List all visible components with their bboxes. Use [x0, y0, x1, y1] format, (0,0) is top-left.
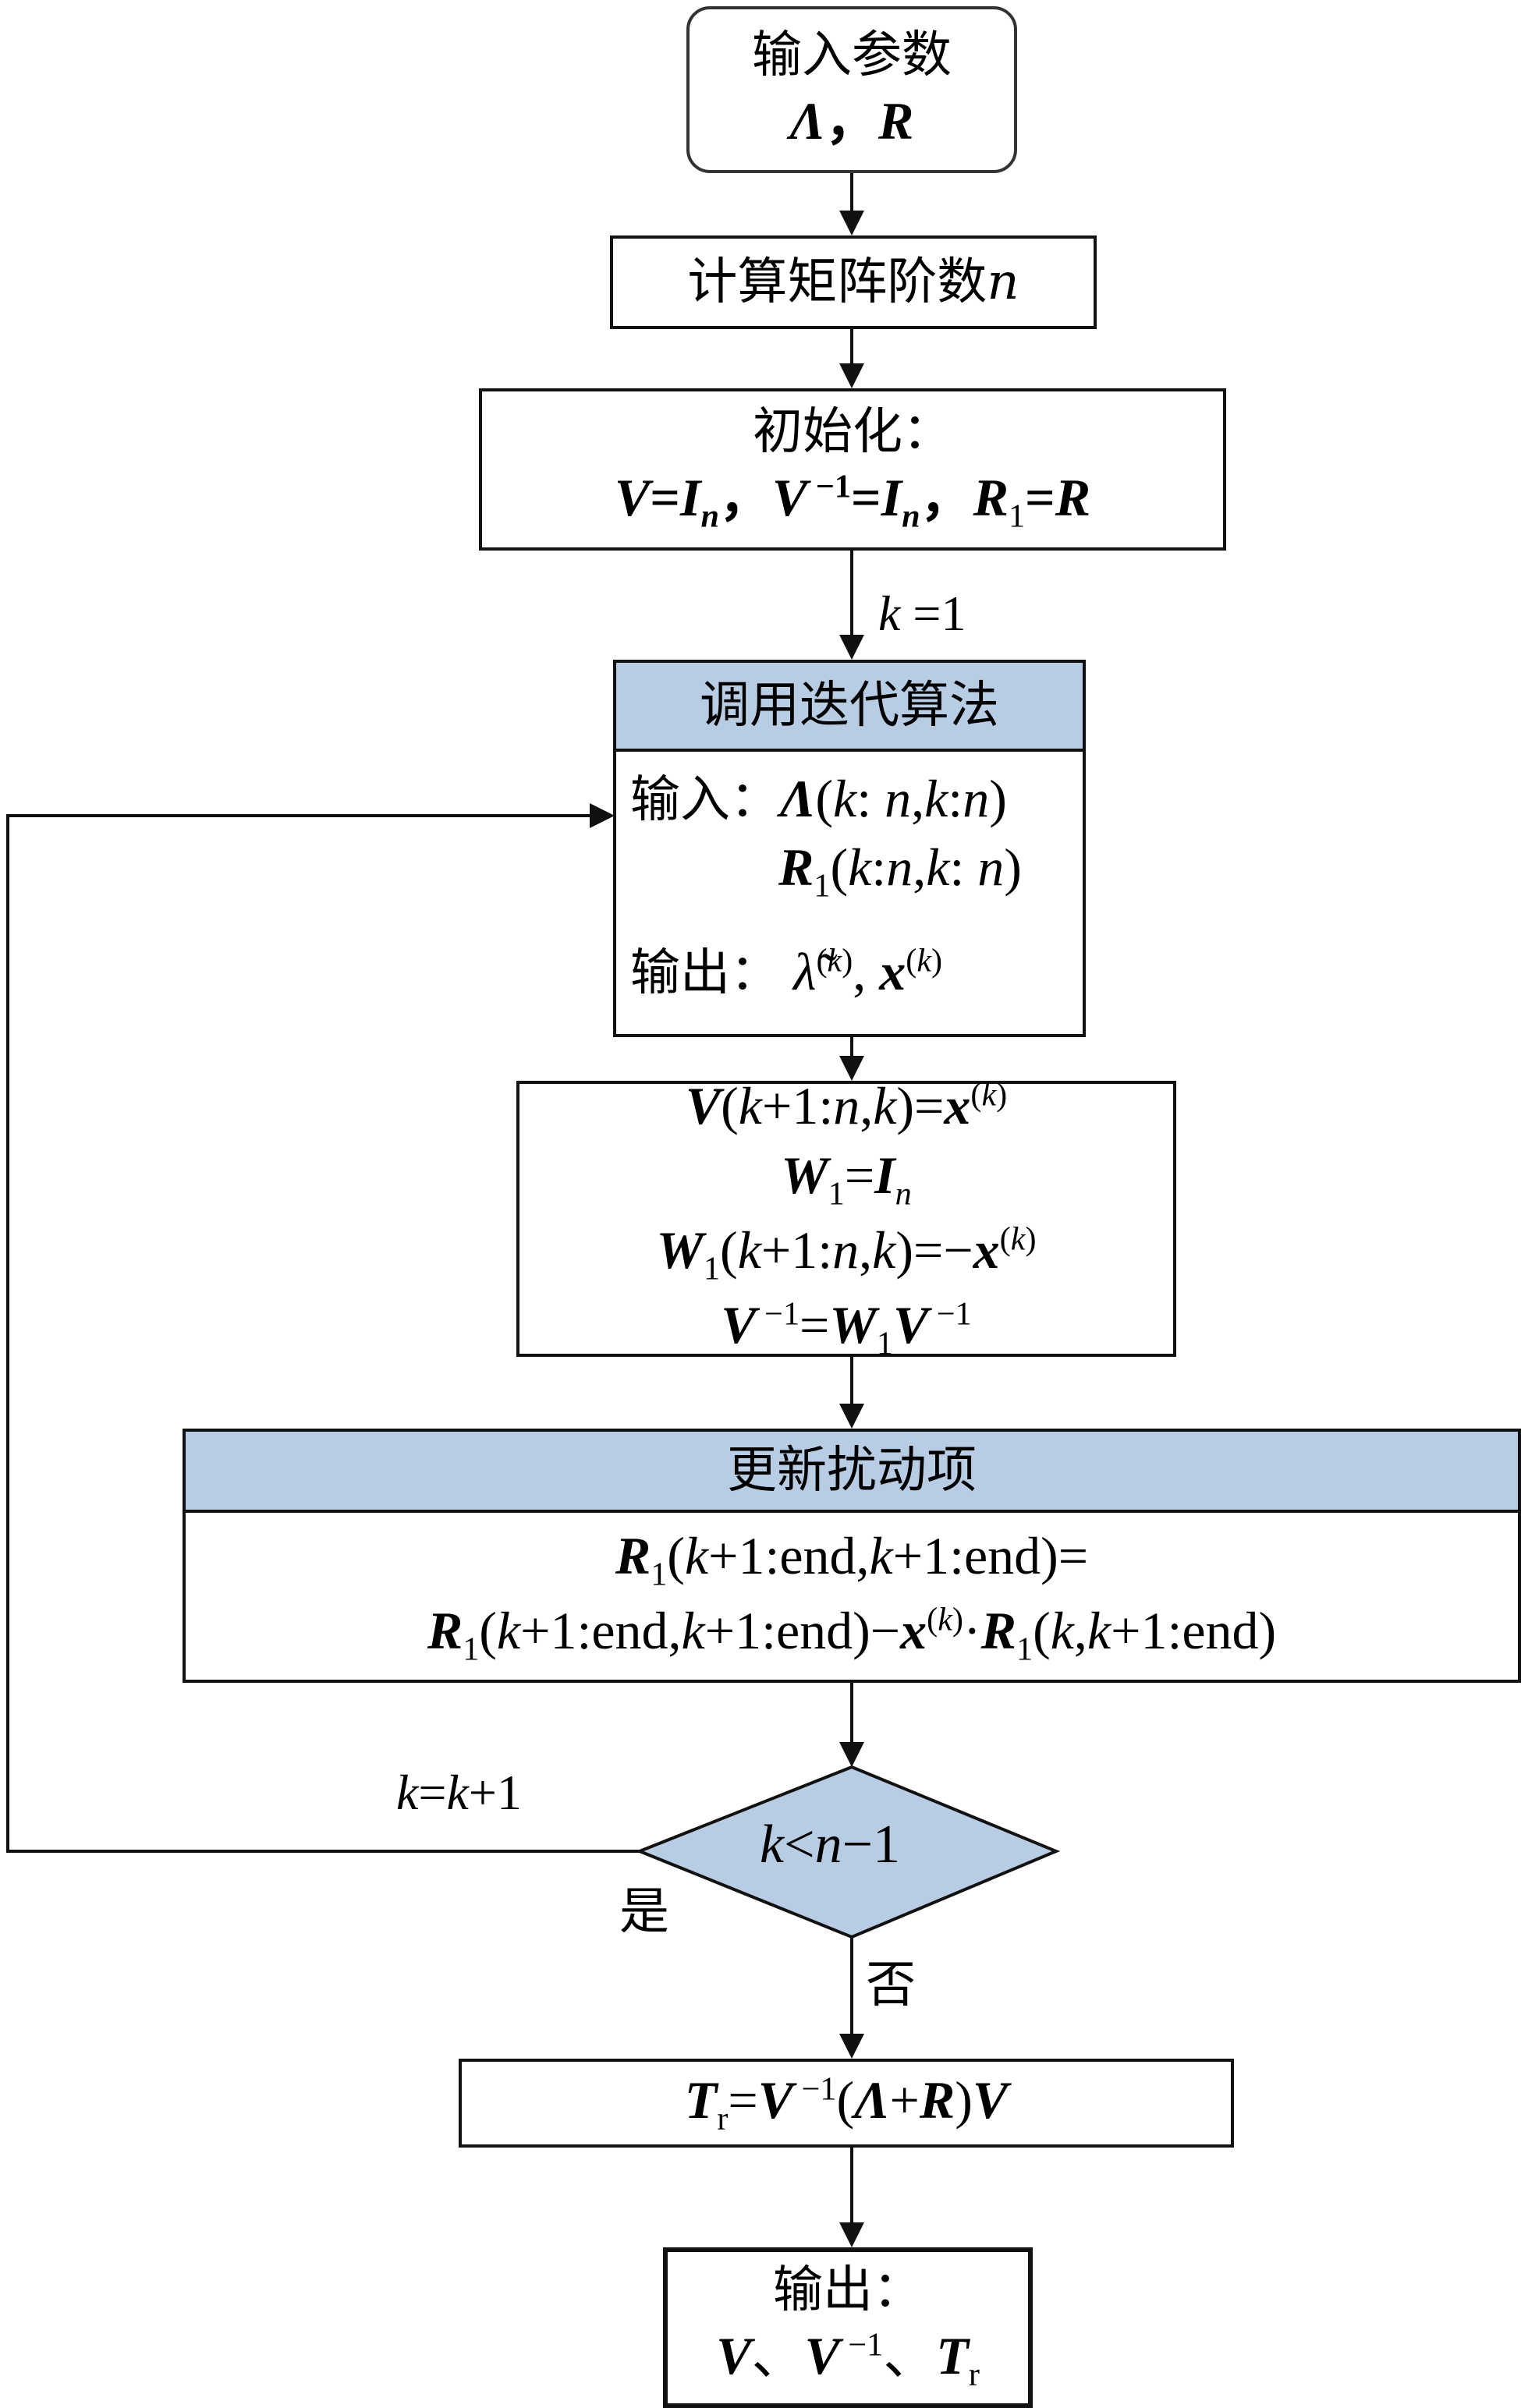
init-formula: V=In，V −1=In，R1=R	[614, 467, 1091, 535]
compute-tr-formula: Tr=V −1(Λ+R)V	[684, 2070, 1009, 2137]
start-title: 输入参数	[752, 26, 952, 84]
calc-order-text: 计算矩阵阶数n	[687, 253, 1019, 311]
loop-back-arrow	[6, 803, 640, 1853]
init-box: 初始化： V=In，V −1=In，R1=R	[479, 388, 1226, 551]
update-v-line2: W1=In	[781, 1145, 912, 1213]
decision-condition: k<n−1	[760, 1815, 901, 1875]
output-formula: V、V −1、Tr	[716, 2325, 980, 2393]
iter-input-line2: R1(k:n,k: n)	[778, 837, 1022, 905]
decision-no-label: 否	[866, 1956, 916, 2014]
init-title: 初始化：	[753, 402, 952, 461]
perturb-box: 更新扰动项 R1(k+1:end,k+1:end)= R1(k+1:end,k+…	[183, 1429, 1521, 1683]
loop-start-label: k =1	[878, 586, 966, 641]
iter-input-label: 输入：	[630, 772, 780, 827]
compute-tr-box: Tr=V −1(Λ+R)V	[459, 2059, 1234, 2148]
perturb-line2: R1(k+1:end,k+1:end)−x(k)·R1(k,k+1:end)	[427, 1601, 1277, 1668]
perturb-line1: R1(k+1:end,k+1:end)=	[615, 1525, 1089, 1593]
update-v-box: V(k+1:n,k)=x(k) W1=In W1(k+1:n,k)=−x(k) …	[516, 1076, 1176, 1362]
perturb-header: 更新扰动项	[186, 1432, 1518, 1513]
output-title: 输出：	[773, 2261, 923, 2319]
iter-input: 输入：Λ(k: n,k:n) R1(k:n,k: n)	[616, 752, 1083, 930]
update-v-line4: V −1=W1V −1	[721, 1295, 972, 1362]
update-v-line3: W1(k+1:n,k)=−x(k)	[656, 1220, 1037, 1287]
update-v-line1: V(k+1:n,k)=x(k)	[685, 1076, 1008, 1136]
iter-box: 调用迭代算法 输入：Λ(k: n,k:n) R1(k:n,k: n) 输出： λ…	[613, 660, 1086, 1037]
iter-output-label: 输出：	[630, 945, 780, 1000]
start-terminal: 输入参数 Λ，R	[686, 6, 1017, 173]
decision-yes-label: 是	[619, 1883, 669, 1941]
loop-increment-label: k=k+1	[396, 1765, 522, 1820]
calc-order-box: 计算矩阵阶数n	[610, 235, 1097, 329]
iter-output: 输出： λ̃(k), x(k)	[630, 942, 943, 1001]
start-params: Λ，R	[789, 90, 914, 150]
decision-diamond	[635, 1765, 1061, 1939]
iter-header: 调用迭代算法	[616, 663, 1083, 752]
output-box: 输出： V、V −1、Tr	[663, 2247, 1033, 2408]
